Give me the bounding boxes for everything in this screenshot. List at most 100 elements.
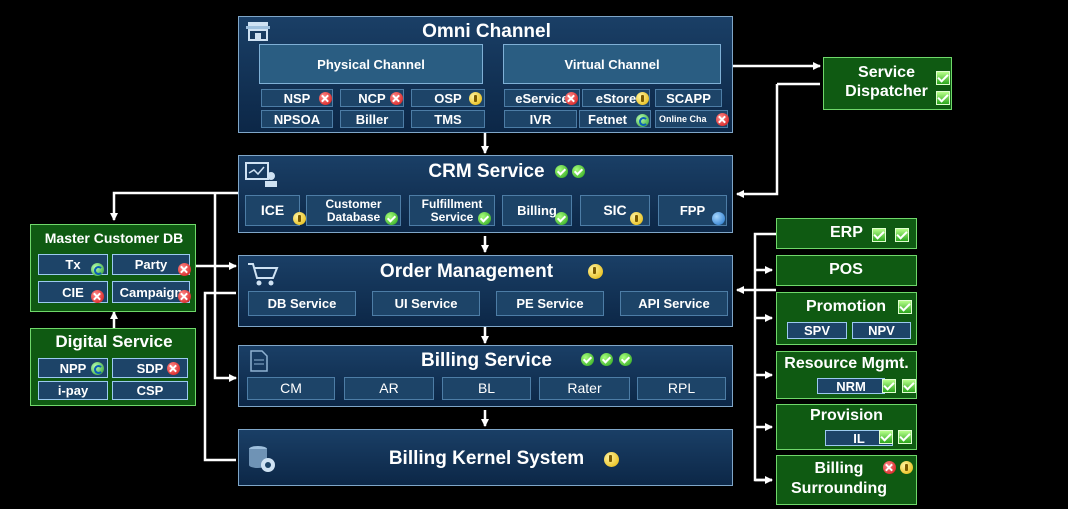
crm-to-mcdb-arrow bbox=[110, 191, 238, 221]
billing-surrounding-panel[interactable]: Billing Surrounding bbox=[776, 455, 917, 505]
promotion-check-icon bbox=[898, 300, 912, 314]
eservice-error-icon bbox=[565, 92, 578, 105]
service-dispatcher-panel[interactable]: Service Dispatcher bbox=[823, 57, 952, 110]
npp-item[interactable]: NPP bbox=[38, 358, 108, 378]
sdp-error-icon bbox=[167, 362, 180, 375]
cie-error-icon bbox=[91, 290, 104, 303]
party-error-icon bbox=[178, 263, 191, 276]
promotion-panel: Promotion SPV NPV bbox=[776, 292, 917, 345]
eservice-item[interactable]: eService bbox=[504, 89, 580, 107]
fulfillment-ok-icon bbox=[478, 212, 491, 225]
rpl-item[interactable]: RPL bbox=[637, 377, 726, 400]
billing-item[interactable]: Billing bbox=[502, 195, 572, 226]
online-channel-item[interactable]: Online Cha bbox=[655, 110, 728, 128]
ipay-label: i-pay bbox=[57, 383, 89, 398]
virtual-channel-box[interactable]: Virtual Channel bbox=[503, 44, 721, 84]
sic-warning-icon bbox=[630, 212, 643, 225]
biller-item[interactable]: Biller bbox=[340, 110, 404, 128]
campaign-item[interactable]: Campaign bbox=[112, 281, 190, 303]
osp-item[interactable]: OSP bbox=[411, 89, 485, 107]
estore-item[interactable]: eStore bbox=[582, 89, 650, 107]
cie-label: CIE bbox=[62, 284, 84, 300]
erp-check-icon-1 bbox=[872, 228, 886, 242]
csp-item[interactable]: CSP bbox=[112, 381, 188, 400]
billing-ok-icon-3 bbox=[619, 353, 632, 366]
billing-ok-icon bbox=[555, 212, 568, 225]
tx-item[interactable]: Tx bbox=[38, 254, 108, 275]
scapp-item[interactable]: SCAPP bbox=[655, 89, 722, 107]
ncp-label: NCP bbox=[358, 90, 386, 106]
resource-check-icon-1 bbox=[882, 379, 896, 393]
ivr-label: IVR bbox=[529, 111, 552, 127]
order-to-kernel-line bbox=[203, 291, 236, 462]
crm-service-title: CRM Service bbox=[428, 161, 545, 182]
npsoa-label: NPSOA bbox=[273, 111, 321, 127]
tms-item[interactable]: TMS bbox=[411, 110, 485, 128]
fulfillment-service-item[interactable]: Fulfillment Service bbox=[409, 195, 495, 226]
resource-check-icon-2 bbox=[902, 379, 916, 393]
party-item[interactable]: Party bbox=[112, 254, 190, 275]
omni-channel-panel: Omni Channel Physical Channel Virtual Ch… bbox=[238, 16, 733, 133]
billing-kernel-panel[interactable]: Billing Kernel System bbox=[238, 429, 733, 486]
database-icon bbox=[249, 446, 275, 472]
scapp-label: SCAPP bbox=[666, 90, 711, 106]
physical-channel-box[interactable]: Physical Channel bbox=[259, 44, 483, 84]
kernel-warning-icon bbox=[604, 452, 619, 467]
ncp-item[interactable]: NCP bbox=[340, 89, 404, 107]
sdp-label: SDP bbox=[136, 360, 164, 376]
sic-label: SIC bbox=[603, 202, 627, 218]
provision-panel: Provision IL bbox=[776, 404, 917, 450]
billing-surrounding-title: Billing Surrounding bbox=[791, 460, 887, 497]
bl-item[interactable]: BL bbox=[442, 377, 531, 400]
billing-ok-icon-1 bbox=[581, 353, 594, 366]
document-icon bbox=[250, 350, 268, 372]
nsp-item[interactable]: NSP bbox=[261, 89, 333, 107]
pos-panel[interactable]: POS bbox=[776, 255, 917, 286]
order-management-title: Order Management bbox=[379, 261, 554, 282]
fulfillment-service-label: Fulfillment Service bbox=[421, 196, 483, 224]
pe-service-item[interactable]: PE Service bbox=[496, 291, 604, 316]
crm-to-billing-arrow bbox=[213, 193, 237, 382]
fpp-item[interactable]: FPP bbox=[658, 195, 727, 226]
fetnet-refresh-icon bbox=[636, 114, 649, 127]
cm-item[interactable]: CM bbox=[247, 377, 335, 400]
nrm-item[interactable]: NRM bbox=[817, 378, 885, 394]
master-customer-db-panel: Master Customer DB Tx Party CIE Campaign bbox=[30, 224, 196, 312]
tx-label: Tx bbox=[65, 257, 81, 272]
provision-check-icon-1 bbox=[879, 430, 893, 444]
npp-refresh-icon bbox=[91, 362, 104, 375]
surrounding-error-icon bbox=[883, 461, 896, 474]
billing-ok-icon-2 bbox=[600, 353, 613, 366]
campaign-label: Campaign bbox=[119, 284, 183, 300]
ui-service-item[interactable]: UI Service bbox=[372, 291, 480, 316]
fetnet-item[interactable]: Fetnet bbox=[579, 110, 651, 128]
db-service-item[interactable]: DB Service bbox=[248, 291, 356, 316]
pos-title: POS bbox=[829, 261, 863, 278]
fetnet-label: Fetnet bbox=[588, 111, 627, 127]
tms-label: TMS bbox=[434, 111, 462, 127]
omni-channel-title: Omni Channel bbox=[422, 21, 551, 42]
erp-check-icon-2 bbox=[895, 228, 909, 242]
fpp-info-icon bbox=[712, 212, 725, 225]
erp-title: ERP bbox=[830, 224, 863, 241]
ar-item[interactable]: AR bbox=[344, 377, 434, 400]
api-service-item[interactable]: API Service bbox=[620, 291, 728, 316]
crm-service-panel: CRM Service ICE Customer Database Fulfil… bbox=[238, 155, 733, 233]
monitor-user-icon bbox=[245, 162, 277, 187]
ivr-item[interactable]: IVR bbox=[504, 110, 577, 128]
biller-label: Biller bbox=[355, 111, 389, 127]
crm-ok-icon-2 bbox=[572, 165, 585, 178]
npsoa-item[interactable]: NPSOA bbox=[261, 110, 333, 128]
erp-panel[interactable]: ERP bbox=[776, 218, 917, 249]
ipay-item[interactable]: i-pay bbox=[38, 381, 108, 400]
npv-item[interactable]: NPV bbox=[852, 322, 911, 339]
ice-warning-icon bbox=[293, 212, 306, 225]
rater-item[interactable]: Rater bbox=[539, 377, 630, 400]
shopping-cart-icon bbox=[248, 263, 279, 286]
csp-label: CSP bbox=[136, 383, 164, 398]
ice-label: ICE bbox=[260, 202, 285, 218]
estore-warning-icon bbox=[636, 92, 649, 105]
ice-item[interactable]: ICE bbox=[245, 195, 300, 226]
spv-item[interactable]: SPV bbox=[787, 322, 847, 339]
custdb-ok-icon bbox=[385, 212, 398, 225]
